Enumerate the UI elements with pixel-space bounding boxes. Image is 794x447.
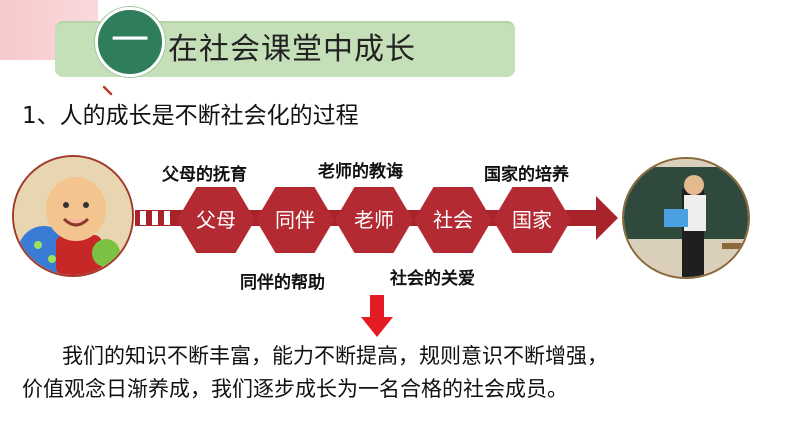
conclusion-line-1: 我们的知识不断丰富，能力不断提高，规则意识不断增强，: [62, 344, 608, 368]
stage-teachers-hex: [335, 187, 413, 253]
conclusion-paragraph: 我们的知识不断丰富，能力不断提高，规则意识不断增强， 价值观念日渐养成，我们逐步…: [22, 340, 782, 406]
stage-parents-hex: [177, 187, 255, 253]
note-society-care: 社会的关爱: [390, 269, 475, 289]
arrow-stripe: [164, 211, 170, 225]
conclusion-line-2: 价值观念日渐养成，我们逐步成长为一名合格的社会成员。: [22, 377, 568, 401]
note-parents-care: 父母的抚育: [162, 165, 247, 185]
section-badge-number: 一: [110, 18, 149, 62]
right-arrow-icon: [596, 196, 618, 240]
page-title: 在社会课堂中成长: [168, 32, 416, 67]
arrow-stripe: [152, 211, 158, 225]
stage-peers-hex: [256, 187, 334, 253]
stage-society-hex: [414, 187, 492, 253]
teacher-photo: [622, 157, 750, 279]
section-badge: 一: [95, 7, 165, 77]
decorative-red-tick: [103, 86, 113, 96]
down-arrow-icon: [361, 295, 393, 337]
stage-teachers-label: 老师: [354, 208, 394, 232]
section-subtitle: 1、人的成长是不断社会化的过程: [22, 103, 359, 129]
stage-peers-label: 同伴: [275, 208, 315, 232]
stage-society-label: 社会: [433, 208, 473, 232]
stage-nation-label: 国家: [512, 208, 552, 232]
note-teachers-guidance: 老师的教诲: [318, 162, 403, 182]
stage-nation-hex: [493, 187, 571, 253]
arrow-stripe: [140, 211, 146, 225]
note-nation-cultivation: 国家的培养: [484, 165, 569, 185]
note-peers-help: 同伴的帮助: [240, 273, 325, 293]
stage-parents-label: 父母: [196, 208, 236, 232]
child-photo: [12, 155, 134, 277]
